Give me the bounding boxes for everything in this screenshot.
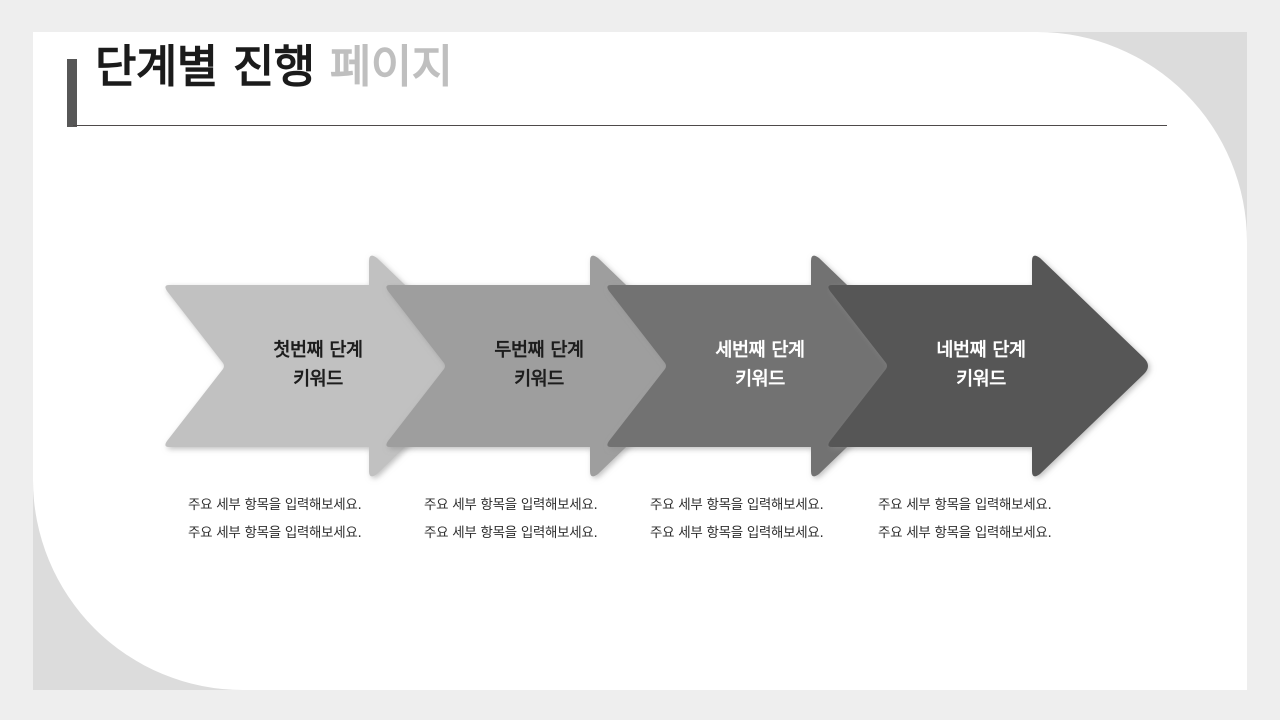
slide-header: 단계별 진행 페이지 bbox=[67, 44, 1167, 184]
caption-line[interactable]: 주요 세부 항목을 입력해보세요. bbox=[188, 497, 362, 513]
caption-line[interactable]: 주요 세부 항목을 입력해보세요. bbox=[424, 497, 598, 513]
caption-column-2: 주요 세부 항목을 입력해보세요. 주요 세부 항목을 입력해보세요. bbox=[424, 492, 674, 547]
caption-line[interactable]: 주요 세부 항목을 입력해보세요. bbox=[188, 524, 362, 541]
page-title-sub: 페이지 bbox=[329, 40, 453, 93]
process-arrow-row: 첫번째 단계 키워드 두번째 단계 키워드 세번째 단계 키워드 네번째 단계 키워드 bbox=[0, 252, 1280, 480]
caption-line[interactable]: 주요 세부 항목을 입력해보세요. bbox=[650, 497, 824, 513]
caption-row: 주요 세부 항목을 입력해보세요.주요 세부 항목을 입력해보세요.주요 세부 … bbox=[0, 492, 1280, 562]
process-arrow-shape-4 bbox=[828, 255, 1148, 477]
process-arrow-label-3: 세번째 단계 키워드 bbox=[715, 340, 805, 390]
page-title-main: 단계별 진행 bbox=[95, 40, 315, 93]
page-title: 단계별 진행 페이지 bbox=[95, 44, 453, 89]
process-arrow-label-1: 첫번째 단계 키워드 bbox=[273, 340, 363, 390]
caption-column-1: 주요 세부 항목을 입력해보세요. 주요 세부 항목을 입력해보세요. bbox=[188, 492, 438, 547]
caption-line[interactable]: 주요 세부 항목을 입력해보세요. bbox=[424, 524, 598, 541]
caption-column-3: 주요 세부 항목을 입력해보세요. 주요 세부 항목을 입력해보세요. bbox=[650, 492, 900, 547]
caption-column-4: 주요 세부 항목을 입력해보세요. 주요 세부 항목을 입력해보세요. bbox=[878, 492, 1128, 547]
title-accent-bar bbox=[67, 59, 77, 127]
caption-line[interactable]: 주요 세부 항목을 입력해보세요. bbox=[878, 524, 1052, 541]
process-arrow-label-2: 두번째 단계 키워드 bbox=[494, 340, 584, 390]
caption-line[interactable]: 주요 세부 항목을 입력해보세요. bbox=[650, 524, 824, 541]
caption-line[interactable]: 주요 세부 항목을 입력해보세요. bbox=[878, 497, 1052, 513]
process-arrow-label-4: 네번째 단계 키워드 bbox=[936, 340, 1026, 390]
title-divider bbox=[73, 125, 1167, 126]
arrow-path-4 bbox=[828, 255, 1148, 477]
process-arrow-4[interactable]: 네번째 단계 키워드 bbox=[826, 252, 1154, 480]
